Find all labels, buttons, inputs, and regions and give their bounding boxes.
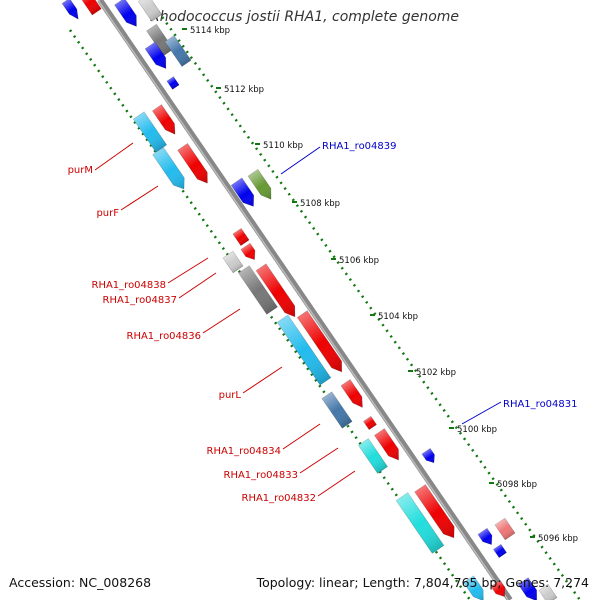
gene-ro04839-blue[interactable] [230,177,259,210]
leader-line [178,272,217,299]
genome-summary-text: Topology: linear; Length: 7,804,765 bp; … [256,575,589,590]
label-ro04839[interactable]: RHA1_ro04839 [322,141,397,152]
label-ro04831[interactable]: RHA1_ro04831 [503,399,578,410]
gene-purL-red[interactable] [296,310,346,376]
gene-feature-top-4[interactable] [137,0,163,22]
gene-purL[interactable] [276,314,332,386]
tick-label: 5102 kbp [416,368,456,378]
label-ro04834[interactable]: RHA1_ro04834 [207,446,282,457]
gene-ro04836-red[interactable] [255,263,300,320]
title-suffix: , complete genome [323,9,460,25]
gene-ro04833-red[interactable] [374,428,403,464]
tick-label: 5108 kbp [300,199,340,209]
label-ro04832[interactable]: RHA1_ro04832 [242,493,317,504]
gene-purM-partner[interactable] [152,104,179,138]
gene-feature-top-8[interactable] [166,76,180,90]
gene-feature-top-6[interactable] [144,41,171,72]
gene-ro04832[interactable] [395,492,445,554]
gene-feature-br-3[interactable] [493,543,507,559]
gene-feature-br-7[interactable] [538,583,558,600]
gene-label-ro04838[interactable]: RHA1_ro04838 [92,257,209,291]
gene-ro04832-red[interactable] [414,484,460,542]
leader-line [167,257,209,284]
position-ticks: 5114 kbp 5112 kbp 5110 kbp 5108 kbp 5106 kbp… [182,26,578,544]
gene-ro04836[interactable] [238,265,278,315]
gene-feature-br-6[interactable] [517,577,541,600]
genome-backbone-highlight [97,0,509,600]
gene-label-ro04837[interactable]: RHA1_ro04837 [103,272,217,306]
label-ro04836[interactable]: RHA1_ro04836 [127,331,202,342]
gene-label-purL[interactable]: purL [219,366,283,401]
gene-purF-partner[interactable] [177,143,213,186]
tick-label: 5114 kbp [190,26,230,36]
gene-feature-top-7[interactable] [164,35,192,67]
tick-label: 5110 kbp [263,141,303,151]
gene-feature-top-3[interactable] [114,0,142,30]
gene-feature-br-1[interactable] [494,517,516,541]
tick-label: 5100 kbp [457,425,497,435]
right-dotted-guide [148,0,582,600]
gene-label-ro04831[interactable]: RHA1_ro04831 [461,399,578,425]
leader-line [299,447,339,474]
gene-label-purM[interactable]: purM [68,142,134,176]
label-purM[interactable]: purM [68,165,93,176]
gene-ro04834-red[interactable] [340,379,367,411]
tick-label: 5106 kbp [339,256,379,266]
gene-label-ro04832[interactable]: RHA1_ro04832 [242,470,356,504]
gene-ro04837[interactable] [222,250,244,274]
gene-label-ro04833[interactable]: RHA1_ro04833 [224,447,339,481]
gene-feature-top-1[interactable] [61,0,82,22]
gene-ro04839[interactable] [247,168,276,202]
leader-line [280,146,321,175]
label-ro04837[interactable]: RHA1_ro04837 [103,295,178,306]
tick-label: 5104 kbp [378,312,418,322]
gene-feature-top-2[interactable] [78,0,102,16]
gene-label-ro04836[interactable]: RHA1_ro04836 [127,308,241,342]
gene-features [61,0,558,600]
leader-line [94,142,134,171]
label-ro04838[interactable]: RHA1_ro04838 [92,280,167,291]
gene-label-purF[interactable]: purF [96,185,159,219]
gene-purM[interactable] [132,111,168,153]
gene-ro04838-b[interactable] [240,242,259,262]
tick-label: 5096 kbp [538,534,578,544]
gene-label-ro04839[interactable]: RHA1_ro04839 [280,141,397,175]
gene-feature-br-2[interactable] [477,527,496,547]
leader-line [202,308,241,334]
leader-line [282,423,321,450]
accession-text: Accession: NC_008268 [9,575,152,590]
gene-ro04831[interactable] [421,447,438,465]
gene-feature-br-5[interactable] [490,579,509,599]
gene-ro04838[interactable] [232,227,250,247]
gene-purF[interactable] [152,146,190,192]
tick-label: 5112 kbp [224,85,264,95]
organism-name: Rhodococcus jostii RHA1 [150,9,324,25]
gene-label-ro04834[interactable]: RHA1_ro04834 [207,423,321,457]
tick-label: 5098 kbp [497,480,537,490]
leader-line [461,401,502,425]
gene-ro04833[interactable] [358,438,388,474]
leader-line [120,185,159,211]
label-purL[interactable]: purL [219,390,242,401]
label-purF[interactable]: purF [96,208,119,219]
leader-line [242,366,283,394]
gene-ro04834[interactable] [321,391,353,429]
map-title: Rhodococcus jostii RHA1, complete genome [150,9,459,25]
gene-feature-br-4[interactable] [463,575,489,600]
label-ro04833[interactable]: RHA1_ro04833 [224,470,299,481]
leader-line [317,470,356,497]
gene-ro04834-small[interactable] [363,415,377,431]
genome-backbone [97,0,513,600]
